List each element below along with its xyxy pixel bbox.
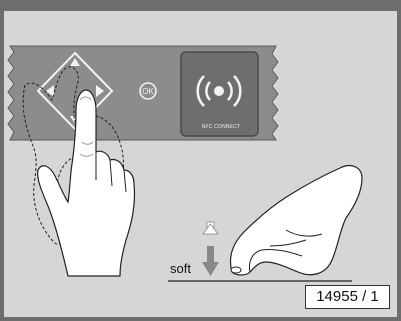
pressing-hand-icon (231, 166, 363, 275)
soft-label: soft (170, 261, 191, 276)
press-arrow-icon (202, 222, 219, 276)
figure-reference: 14955 / 1 (305, 285, 390, 309)
ok-label: OK (142, 87, 154, 96)
nfc-label: NFC CONNECT (186, 124, 256, 130)
